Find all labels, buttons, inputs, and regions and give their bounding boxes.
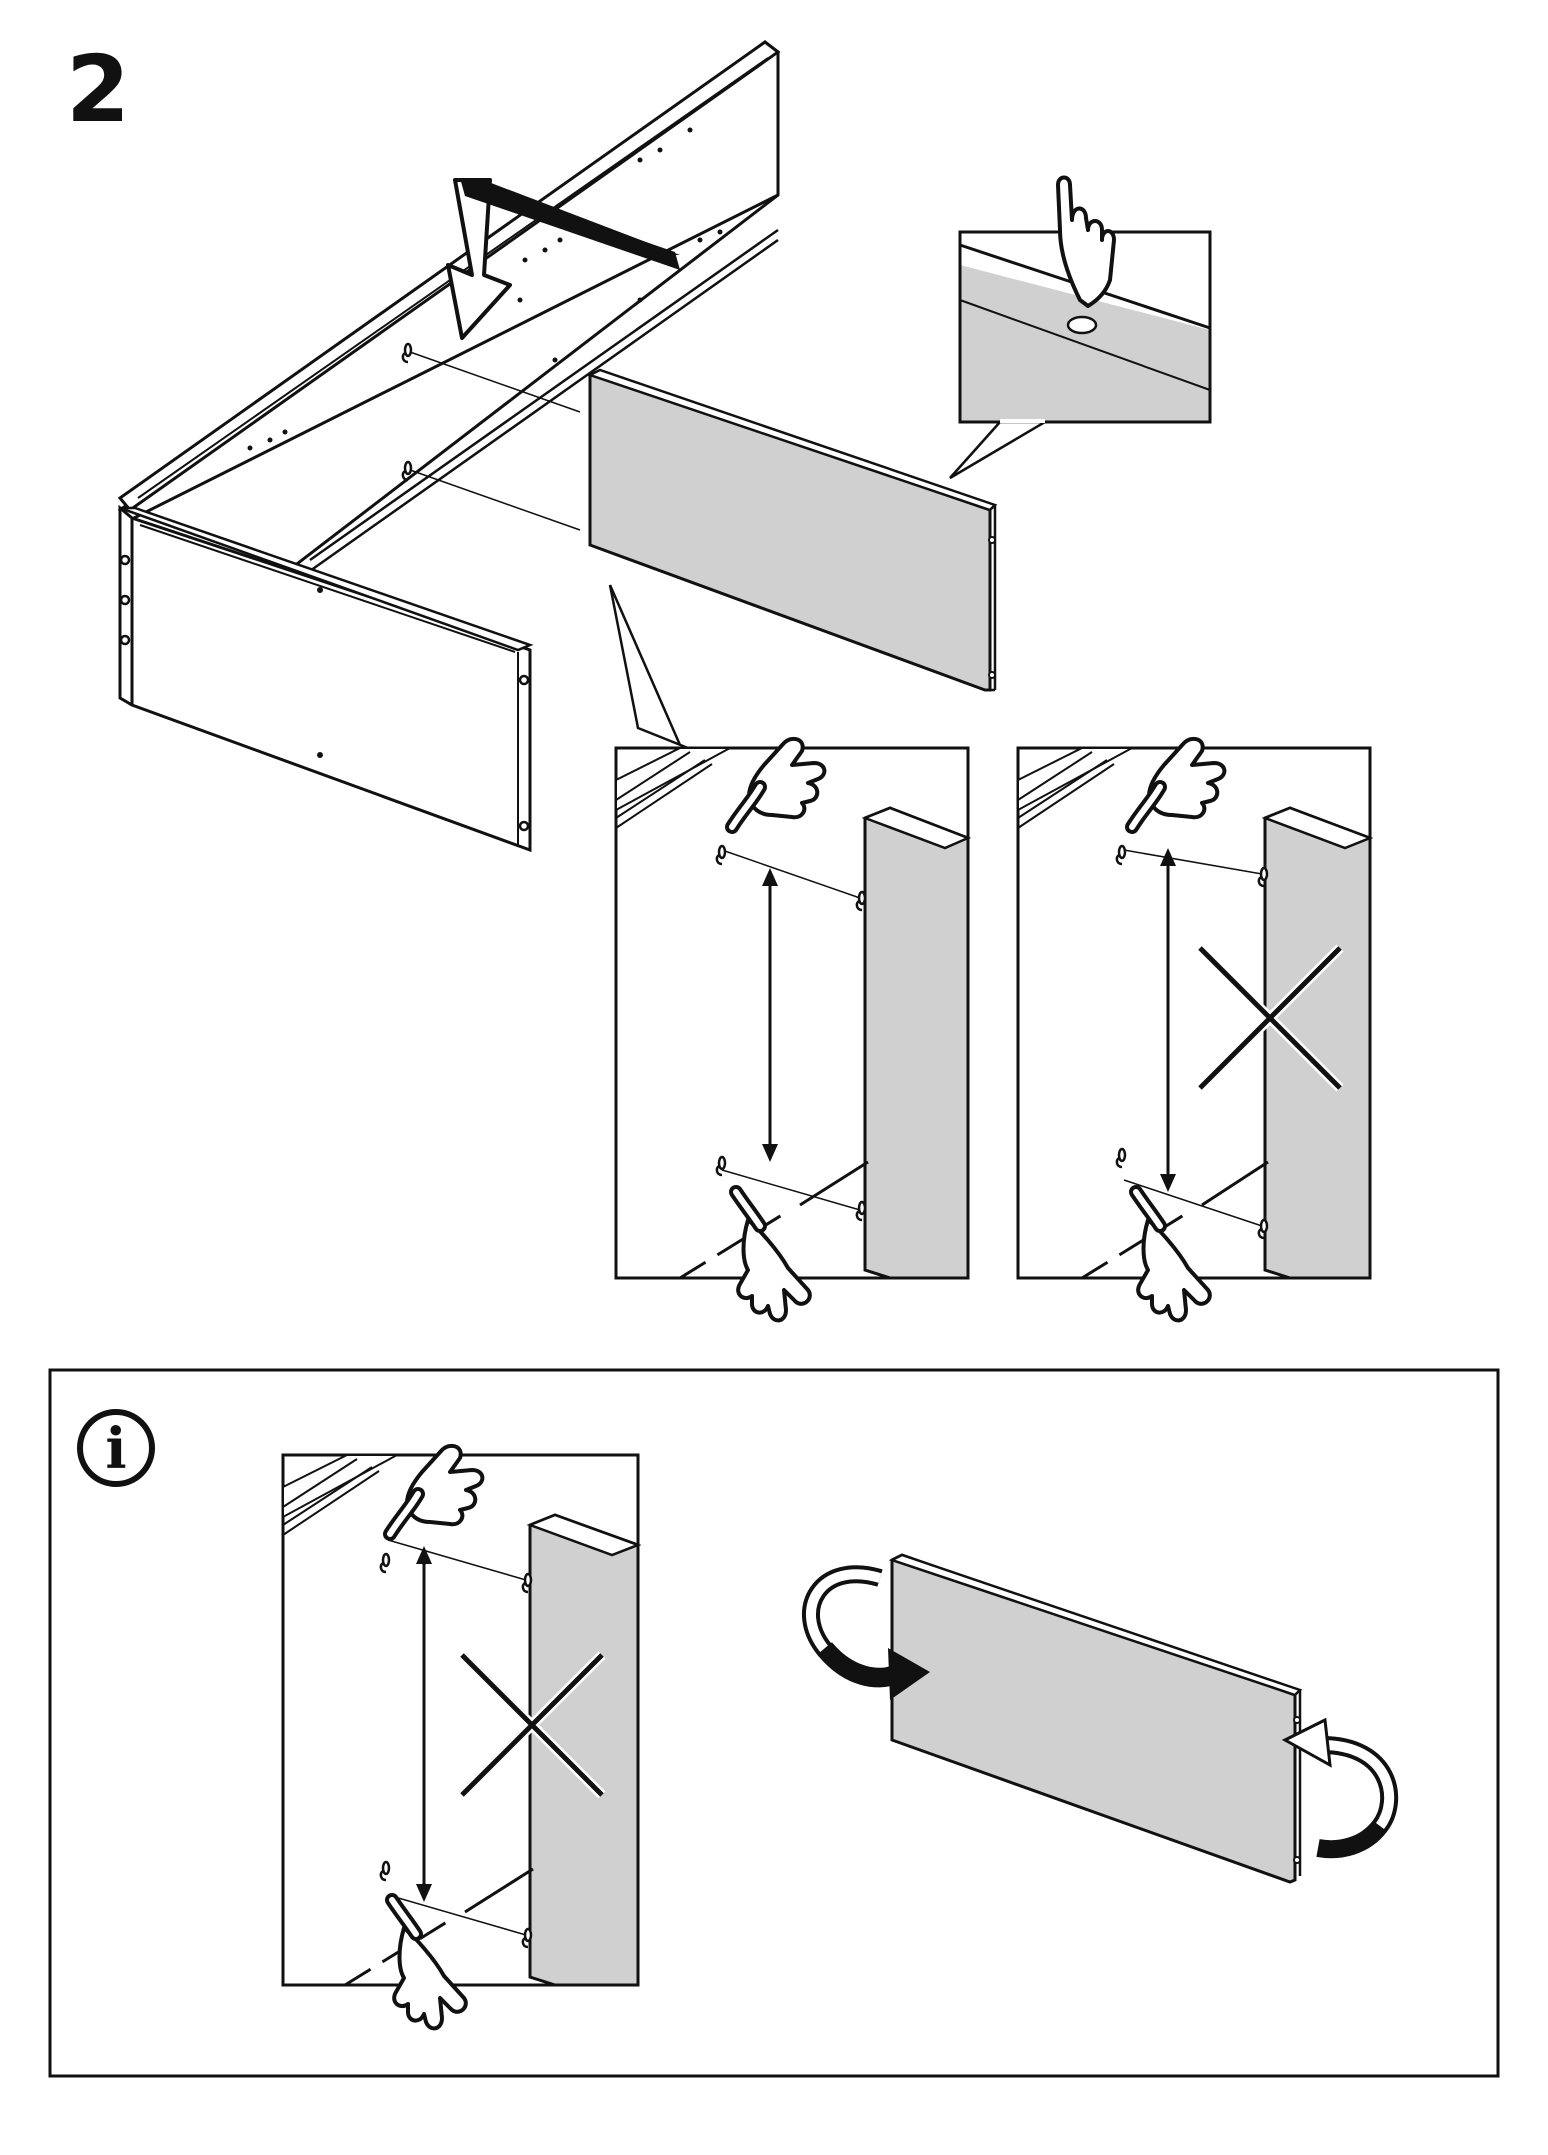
pointing-hand-icon: [1129, 1185, 1212, 1323]
info-symbol: i: [105, 1416, 126, 1482]
pointing-hand-icon: [385, 1893, 468, 2031]
pointing-hand-icon: [383, 1443, 485, 1541]
info-detail-wrong: [281, 1453, 642, 1987]
vertical-arrow-icon: [416, 1546, 432, 1902]
detail-correct: [614, 746, 972, 1280]
pointing-hand-icon: [729, 1185, 812, 1323]
vertical-arrow-icon: [762, 868, 778, 1162]
detail-wrong: [1016, 746, 1374, 1280]
divider-panel: [586, 368, 998, 692]
cross-x-icon: [458, 1651, 606, 1799]
info-circle-icon: i: [77, 1409, 155, 1487]
step-number: 2: [66, 36, 131, 143]
cross-x-icon: [1196, 944, 1344, 1092]
divider-strip-face: [460, 178, 680, 270]
pointing-hand-icon: [1056, 175, 1116, 308]
vertical-arrow-icon: [1160, 848, 1176, 1192]
pointing-hand-icon: [725, 736, 827, 834]
pointing-hand-icon: [1125, 736, 1227, 834]
rotate-panel: [888, 1553, 1303, 1884]
rotate-arrow-icon: [802, 1565, 1399, 1859]
